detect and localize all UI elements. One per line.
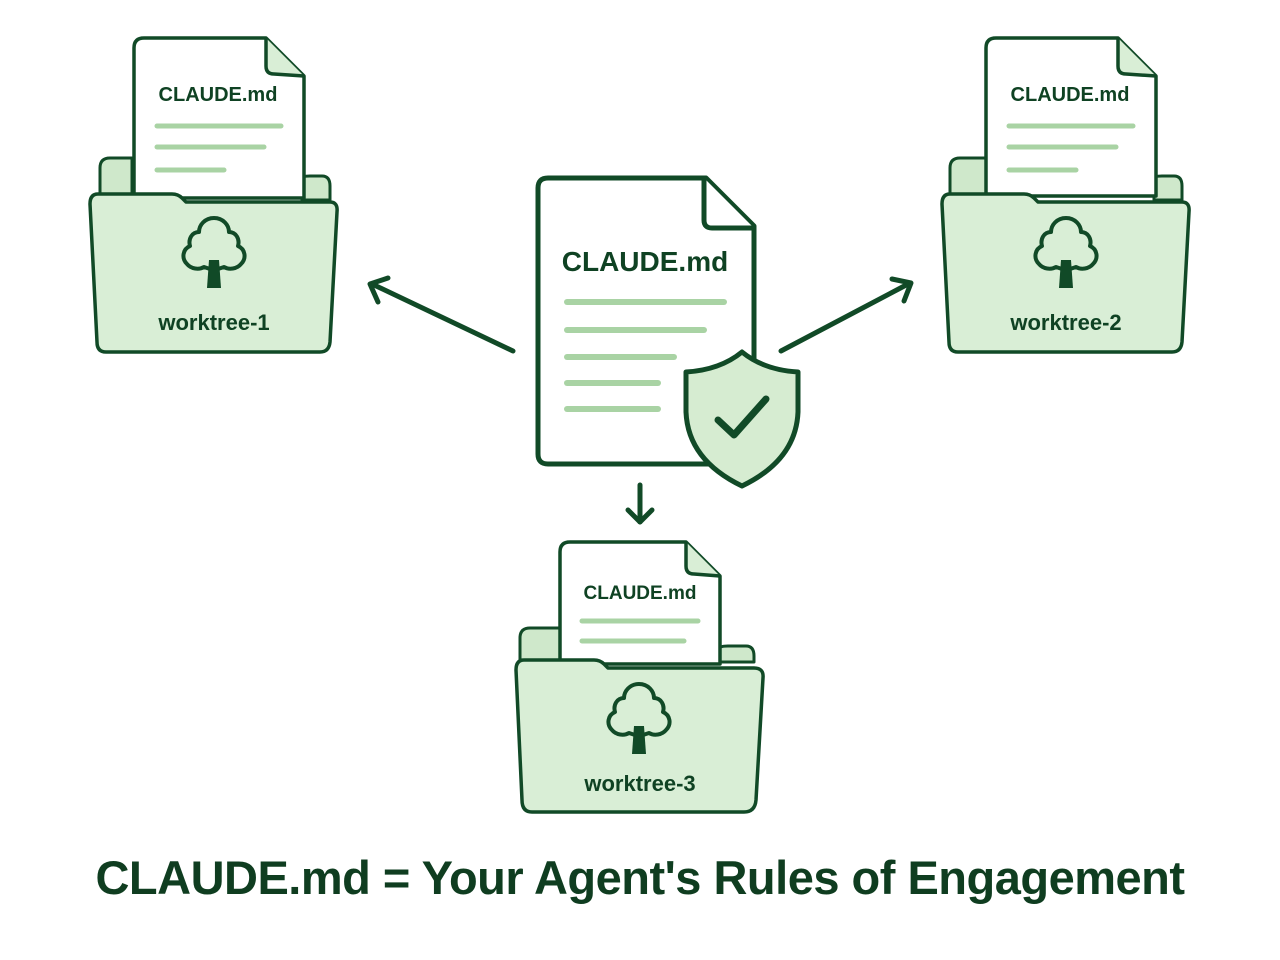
doc-title: CLAUDE.md — [159, 84, 278, 106]
worktree-folder-1[interactable]: CLAUDE.md worktree-1 — [88, 36, 339, 354]
claude-md-document-3[interactable]: CLAUDE.md — [558, 540, 722, 666]
worktree-label: worktree-2 — [1009, 310, 1121, 335]
doc-title: CLAUDE.md — [584, 583, 697, 604]
claude-md-document-1[interactable]: CLAUDE.md — [132, 36, 306, 200]
shield-check-icon — [683, 349, 801, 489]
caption-title: CLAUDE.md = Your Agent's Rules of Engage… — [95, 851, 1185, 904]
arrow-to-worktree-3 — [625, 482, 655, 525]
claude-md-document-2[interactable]: CLAUDE.md — [984, 36, 1158, 198]
arrow-to-worktree-1 — [367, 275, 516, 354]
central-claude-md-document[interactable]: CLAUDE.md — [535, 175, 801, 489]
arrow-to-worktree-2 — [778, 276, 914, 354]
doc-title: CLAUDE.md — [1011, 84, 1130, 106]
worktree-label: worktree-3 — [583, 771, 695, 796]
worktree-label: worktree-1 — [157, 310, 269, 335]
worktree-folder-3[interactable]: CLAUDE.md worktree-3 — [514, 540, 765, 814]
central-doc-title: CLAUDE.md — [562, 246, 728, 277]
worktree-folder-2[interactable]: CLAUDE.md worktree-2 — [940, 36, 1191, 354]
